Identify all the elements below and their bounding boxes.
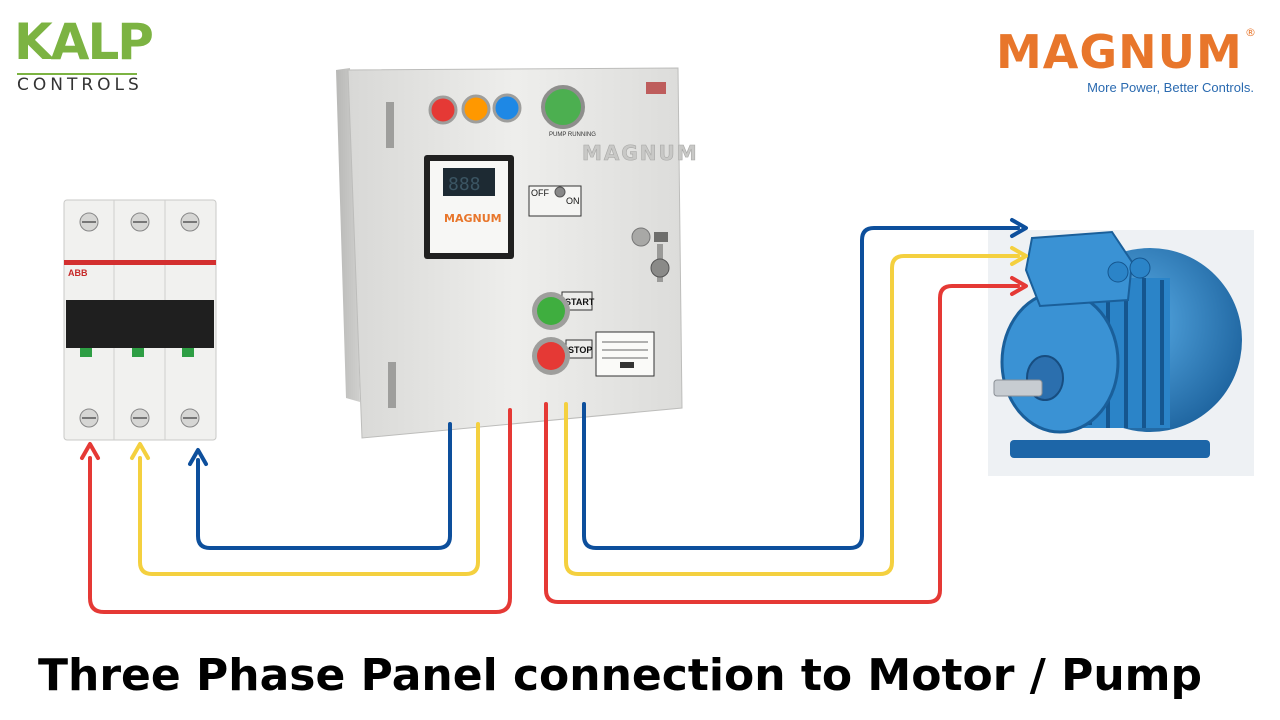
arrow-red-supply <box>80 442 100 460</box>
motor-cable-gland <box>1129 257 1151 279</box>
mcb-on-indicator <box>182 348 194 357</box>
mcb-breaker: ABB <box>63 199 217 441</box>
panel-top-tag <box>646 82 666 94</box>
kalp-logo-rule <box>17 73 137 75</box>
panel-door <box>347 67 683 439</box>
diagram-caption: Three Phase Panel connection to Motor / … <box>38 650 1203 701</box>
stop-label: STOP <box>568 345 592 355</box>
mcb-brand: ABB <box>68 268 88 278</box>
selector-on-label: ON <box>566 196 580 206</box>
off-on-selector: OFF ON <box>528 185 582 217</box>
kalp-logo-sub: CONTROLS <box>17 75 143 95</box>
start-button[interactable] <box>537 297 565 325</box>
panel-hinge <box>386 102 394 148</box>
panel-lock <box>631 227 670 282</box>
lock-cylinder[interactable] <box>631 227 651 247</box>
indicator-lamp-yellow <box>461 94 491 124</box>
key-icon <box>650 258 670 278</box>
panel-brand-emboss: MAGNUM <box>582 141 699 165</box>
rating-plate-badge <box>620 362 634 368</box>
arrow-blue-supply <box>188 448 208 466</box>
meter-display <box>443 168 495 196</box>
kalp-logo-word: KALP <box>14 13 154 71</box>
digital-meter: 888 MAGNUM <box>424 155 514 259</box>
motor-cable-gland <box>1107 261 1129 283</box>
stop-button[interactable] <box>537 342 565 370</box>
selector-knob[interactable] <box>554 186 566 198</box>
arrow-yellow-supply <box>130 442 150 460</box>
panel-hinge <box>388 362 396 408</box>
control-panel: PUMP RUNNING MAGNUM 888 MAGNUM OFF ON ST… <box>336 67 699 439</box>
motor-feet <box>1010 440 1210 458</box>
panel-left-side <box>336 68 360 402</box>
indicator-lamp-blue <box>492 93 522 123</box>
motor-end-shield <box>1000 290 1120 434</box>
arrow-yellow-motor <box>1010 246 1028 266</box>
indicator-lamp-red <box>428 95 458 125</box>
arrow-blue-motor <box>1010 218 1028 238</box>
meter-readout: 888 <box>448 174 481 195</box>
pump-running-label: PUMP RUNNING <box>549 132 596 138</box>
start-label: START <box>565 297 595 307</box>
wire-blue-supply <box>196 422 452 550</box>
motor-shaft <box>993 379 1043 397</box>
rating-plate <box>595 331 655 377</box>
motor-terminal-box <box>1024 230 1134 308</box>
supply-wiring <box>80 408 512 614</box>
pump-running-lamp <box>541 85 585 129</box>
magnum-registered-mark: ® <box>1245 26 1256 39</box>
mcb-bottom-screw-row <box>79 408 200 428</box>
magnum-logo-word: MAGNUM <box>996 25 1243 79</box>
wire-yellow-motor <box>564 254 1020 576</box>
stop-button-group: STOP <box>532 337 593 375</box>
arrow-red-motor <box>1010 276 1028 296</box>
wire-yellow-supply <box>138 422 480 576</box>
motor-wiring <box>544 218 1028 604</box>
magnum-logo: MAGNUM ® More Power, Better Controls. <box>996 26 1260 100</box>
meter-brand: MAGNUM <box>444 212 502 225</box>
magnum-tagline: More Power, Better Controls. <box>1087 80 1254 95</box>
kalp-controls-logo: KALP CONTROLS <box>14 14 154 98</box>
mcb-on-indicator <box>80 348 92 357</box>
three-phase-motor-icon <box>988 230 1254 476</box>
mcb-on-indicator <box>132 348 144 357</box>
mcb-toggle-bar[interactable] <box>66 300 214 348</box>
mcb-top-screw-row <box>79 212 200 232</box>
wire-red-motor <box>544 284 1020 604</box>
mcb-red-band <box>64 260 216 265</box>
wire-blue-motor <box>582 226 1020 550</box>
wire-red-supply <box>88 408 512 614</box>
key-head <box>654 232 668 242</box>
start-button-group: START <box>532 291 595 330</box>
selector-off-label: OFF <box>531 188 549 198</box>
